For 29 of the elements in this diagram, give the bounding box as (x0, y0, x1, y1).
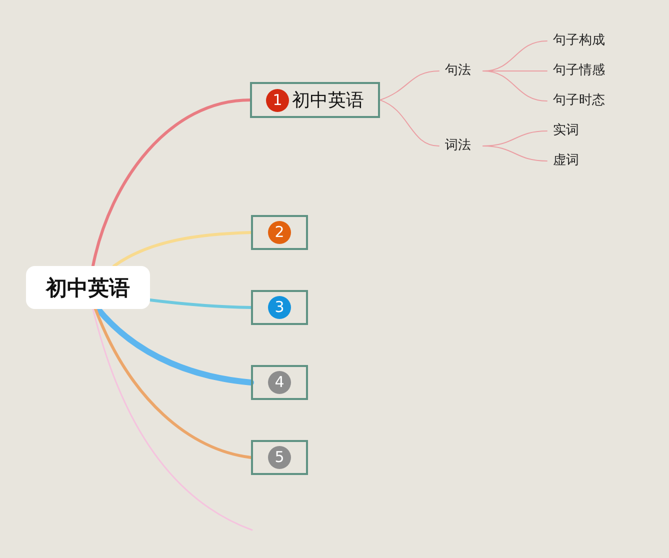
branch-label: 句法 (445, 63, 471, 79)
number-badge: 5 (268, 446, 291, 469)
branch-line (482, 146, 548, 162)
topic-box (251, 365, 308, 400)
branch-line (380, 100, 440, 146)
branch-label: 句子时态 (553, 93, 605, 109)
topic-box (251, 440, 308, 475)
topic-box (251, 215, 308, 250)
number-badge: 3 (268, 296, 291, 319)
topic-label: 初中英语 (292, 89, 364, 112)
branch-line (380, 70, 440, 100)
branch-line (482, 70, 548, 102)
branch-label: 句子构成 (553, 33, 605, 49)
branch-line (94, 308, 252, 459)
topic-box (250, 82, 380, 118)
number-badge: 2 (268, 221, 291, 244)
branch-label: 词法 (445, 138, 471, 154)
branch-label: 句子情感 (553, 63, 605, 79)
branch-label: 实词 (553, 123, 579, 139)
number-badge: 4 (268, 371, 291, 394)
branch-line (91, 98, 252, 268)
number-badge: 1 (266, 88, 289, 112)
branch-line (148, 298, 252, 309)
branch-line (112, 231, 252, 268)
central-topic: 初中英语 (26, 266, 150, 309)
branch-line (92, 308, 253, 531)
branch-line (94, 306, 254, 386)
branch-label: 虚词 (553, 153, 579, 169)
topic-box (251, 290, 308, 325)
